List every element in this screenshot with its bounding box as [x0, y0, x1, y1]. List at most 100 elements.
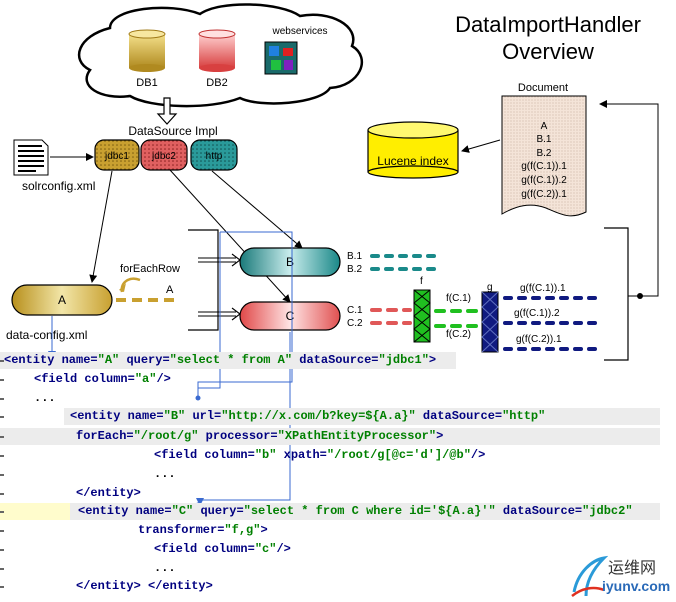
lucene-index-label: Lucene index [377, 154, 448, 168]
http-box [190, 139, 238, 171]
code-line: forEach="/root/g" processor="XPathEntity… [76, 428, 443, 445]
entity-b-code-dot [195, 395, 201, 401]
code-line: <entity name="A" query="select * from A"… [4, 352, 436, 369]
foreachrow-label: forEachRow [120, 263, 180, 275]
code-gutter-mark [0, 398, 4, 400]
code-gutter-mark [0, 530, 4, 532]
db2-cylinder-icon [198, 29, 236, 72]
code-token: <field [154, 448, 205, 462]
data-config-label: data-config.xml [6, 328, 87, 342]
document-line: A [541, 121, 548, 132]
code-gutter-mark [0, 511, 4, 513]
g-transformer-block [481, 291, 499, 353]
code-token: "select * from A" [169, 353, 293, 367]
code-token [496, 504, 503, 518]
b1-label: B.1 [347, 251, 362, 262]
document-line: g(f(C.1)).2 [521, 175, 567, 186]
code-line-highlight [64, 503, 660, 520]
code-token: column= [84, 372, 135, 386]
jdbc2-label: jdbc2 [151, 151, 176, 162]
code-token: "select * from C where id='${A.a}'" [243, 504, 496, 518]
solrconfig-label: solrconfig.xml [22, 179, 95, 193]
code-gutter-mark [0, 379, 4, 381]
code-token: "B" [163, 409, 186, 423]
to-b-arrow [198, 253, 241, 267]
code-gutter-mark [0, 416, 4, 418]
watermark-swirl-icon [571, 555, 608, 597]
code-token: </entity> [76, 579, 141, 593]
jdbc1-label: jdbc1 [104, 151, 129, 162]
code-token: "c" [254, 542, 277, 556]
cloud-down-arrow [156, 97, 178, 125]
f-stream-dashes [434, 309, 478, 328]
code-token [141, 579, 148, 593]
code-token: ... [34, 391, 56, 405]
code-line: ... [154, 560, 176, 577]
code-line: </entity> [76, 485, 141, 502]
code-line: <entity name="B" url="http://x.com/b?key… [70, 408, 545, 425]
http-label: http [206, 151, 223, 162]
code-token: ... [154, 467, 176, 481]
code-line: <entity name="C" query="select * from C … [78, 503, 633, 520]
db1-label: DB1 [136, 77, 157, 89]
code-token: column= [204, 542, 255, 556]
document-shape [501, 95, 587, 217]
code-line-highlight [64, 408, 660, 425]
code-token: "http://x.com/b?key=${A.a}" [221, 409, 416, 423]
code-token: url= [192, 409, 222, 423]
db2-label: DB2 [206, 77, 227, 89]
entity-b-label: B [286, 255, 294, 269]
lucene-index-cylinder-icon [367, 121, 459, 179]
solrconfig-document-icon [13, 139, 49, 176]
code-token: "/root/g" [133, 429, 199, 443]
title-line2: Overview [502, 39, 594, 64]
c-stream-dashes [370, 308, 412, 325]
output-bracket [604, 227, 629, 361]
code-token: column= [204, 448, 255, 462]
code-token: "/root/g[@c='d']/@b" [326, 448, 471, 462]
code-token: "C" [171, 504, 194, 518]
document-to-lucene-arrow [461, 139, 501, 153]
watermark-logo: 运维网 iyunv.com [568, 552, 674, 600]
code-token: name= [127, 409, 164, 423]
code-token: /> [470, 448, 486, 462]
code-line: <field column="b" xpath="/root/g[@c='d']… [154, 447, 485, 464]
code-gutter-mark [0, 493, 4, 495]
code-line: ... [154, 466, 176, 483]
jdbc1-to-a-line [89, 170, 113, 283]
code-token: name= [135, 504, 172, 518]
code-token [198, 429, 205, 443]
code-gutter-mark [0, 436, 4, 438]
code-line: <field column="a"/> [34, 371, 171, 388]
code-gutter-mark [0, 568, 4, 570]
to-document-line [599, 100, 659, 297]
code-gutter-mark [0, 549, 4, 551]
c2-label: C.2 [347, 318, 363, 329]
entity-a-box [11, 284, 113, 316]
watermark-url: iyunv.com [602, 578, 671, 594]
code-token: "a" [134, 372, 157, 386]
code-token: query= [126, 353, 170, 367]
fc1-label: f(C.1) [446, 293, 471, 304]
document-title: Document [518, 82, 568, 94]
code-gutter-mark [0, 586, 4, 588]
code-token: </entity> [148, 579, 213, 593]
code-token: <entity [4, 353, 62, 367]
bracket-dot [637, 293, 643, 299]
to-c-arrow [198, 307, 241, 321]
code-token: name= [61, 353, 98, 367]
document-line: g(f(C.2)).1 [521, 189, 567, 200]
foreachrow-arrowhead [119, 283, 126, 292]
code-token: ... [154, 561, 176, 575]
webservices-icon [264, 41, 298, 75]
code-line-highlight [0, 428, 660, 445]
code-token: "b" [254, 448, 277, 462]
code-token: "A" [97, 353, 120, 367]
document-lines: AB.1B.2g(f(C.1)).1g(f(C.1)).2g(f(C.2)).1 [521, 121, 567, 200]
jdbc1-box [94, 139, 140, 171]
code-gutter-mark [0, 455, 4, 457]
g-label: g [487, 282, 493, 293]
g-stream-dashes [503, 296, 597, 351]
code-token: "jdbc1" [378, 353, 429, 367]
